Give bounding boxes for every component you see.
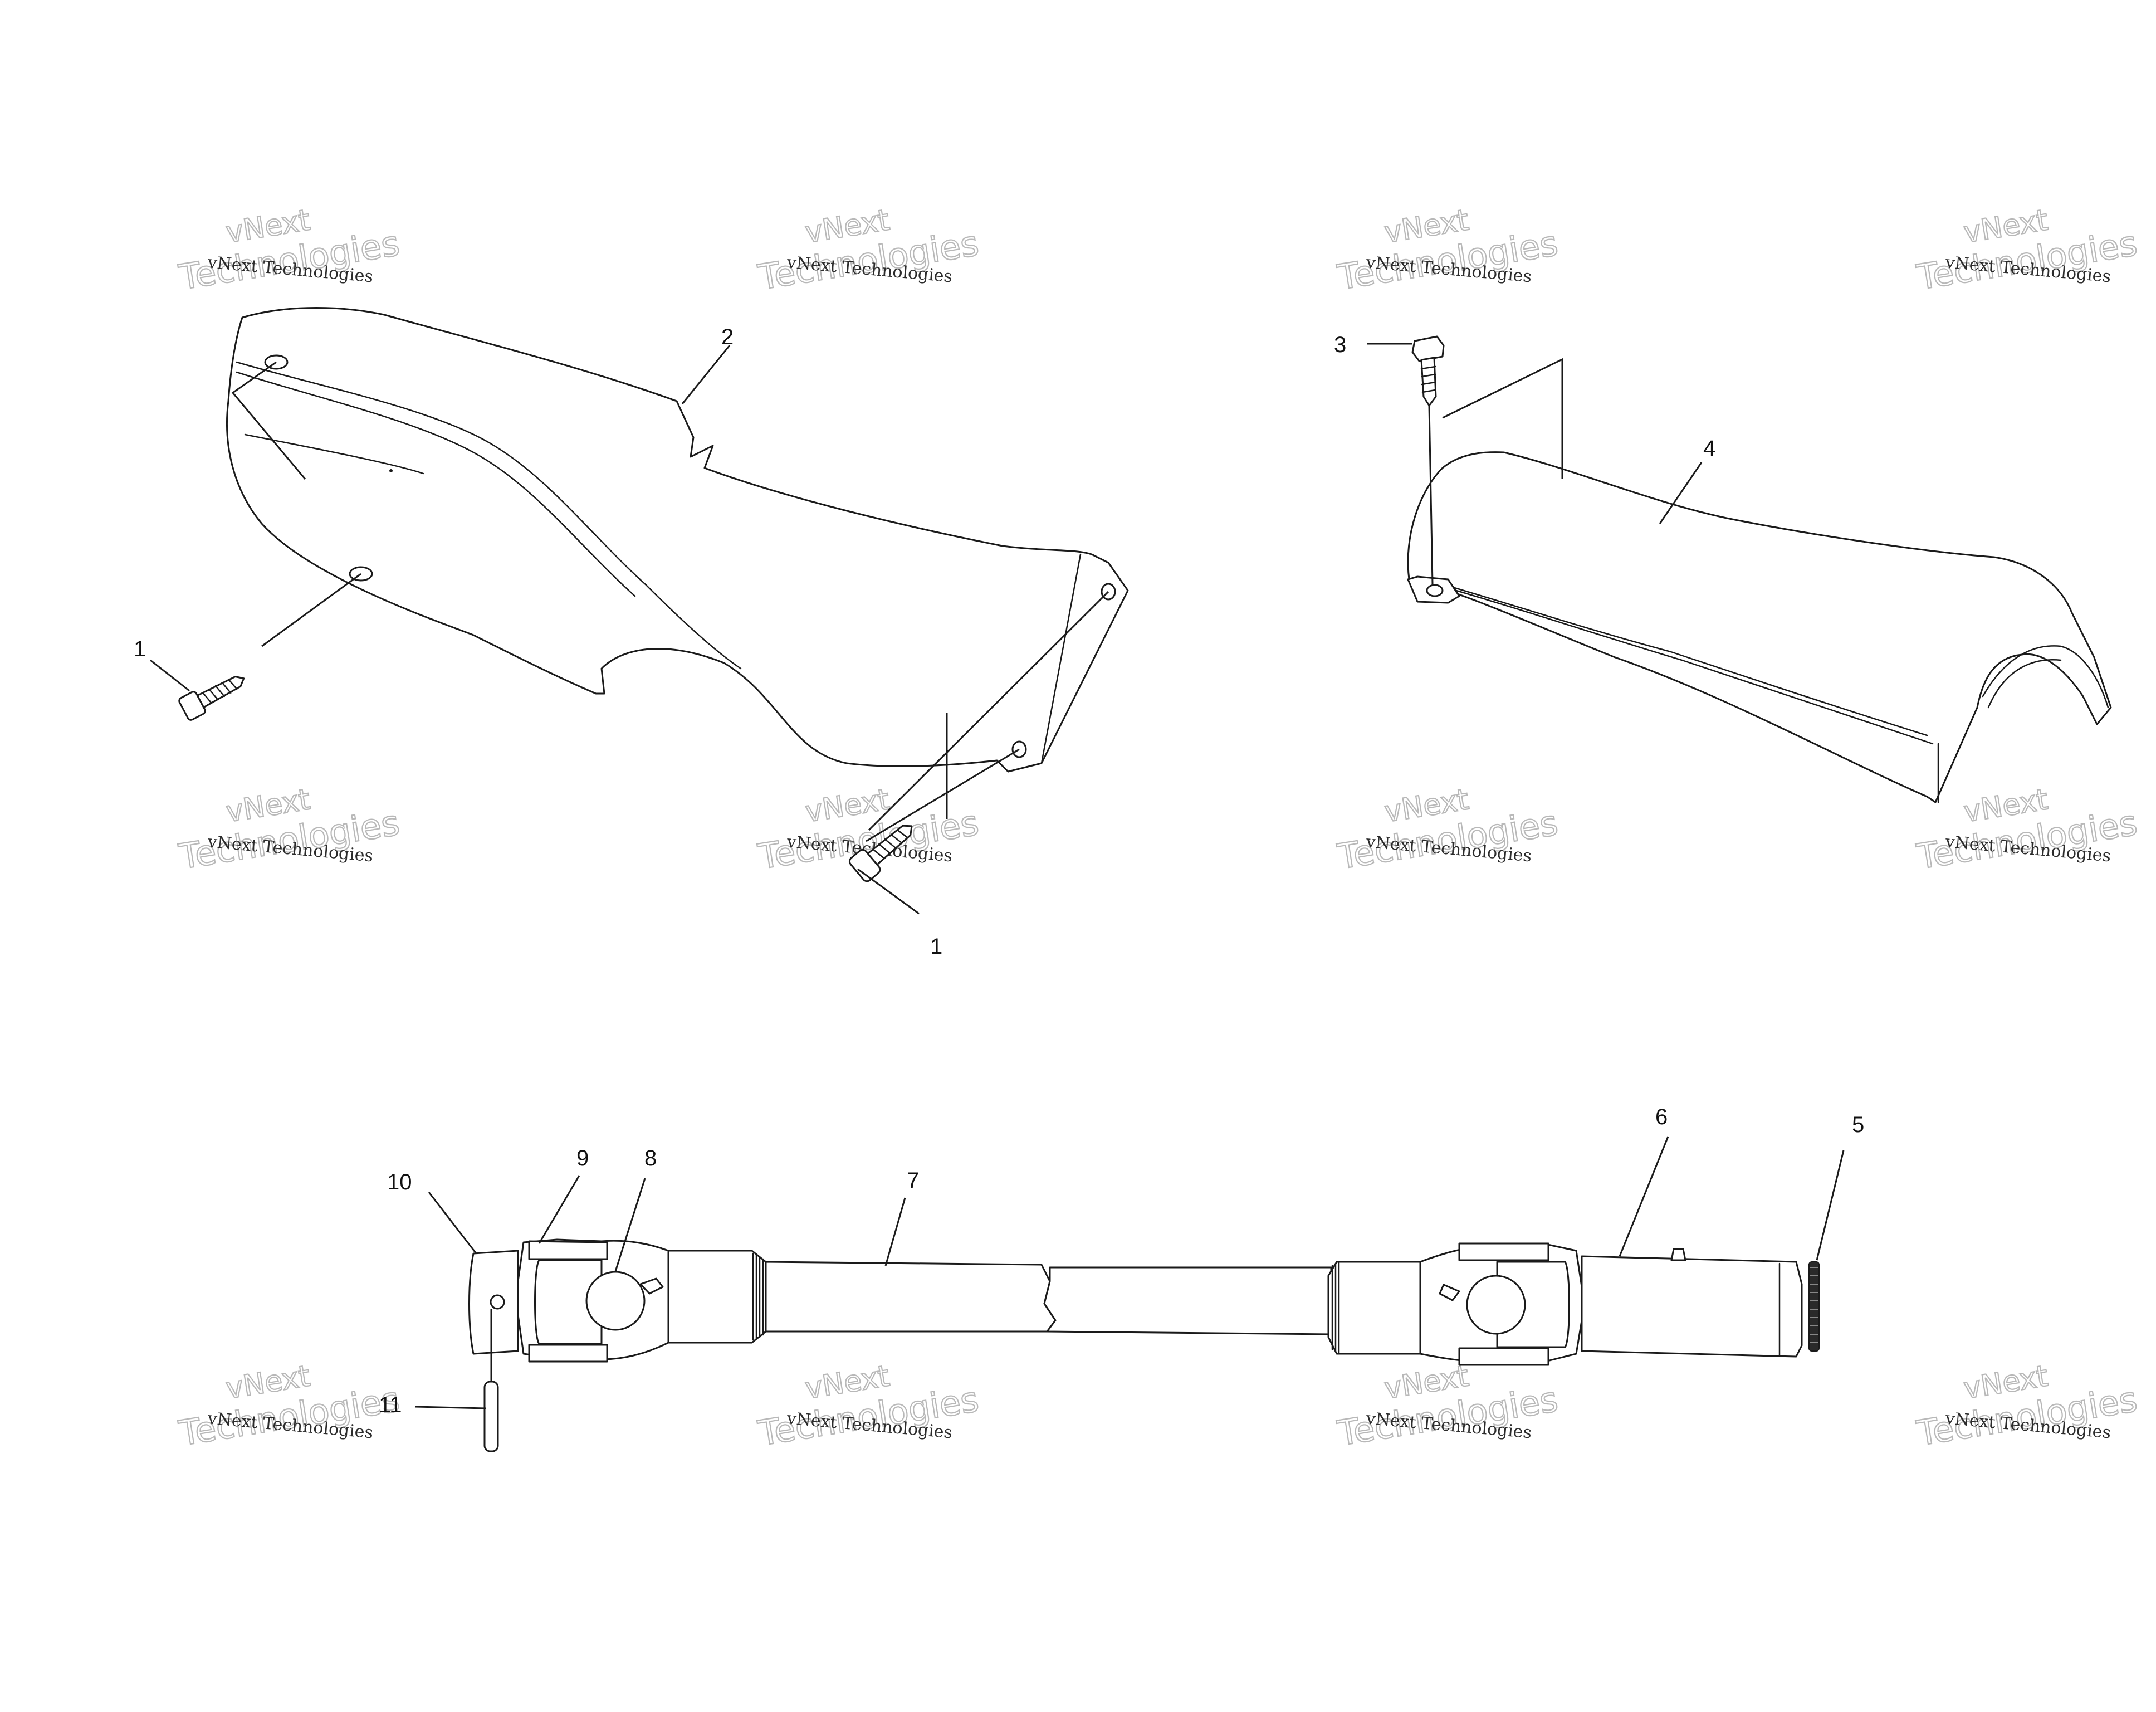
callout-leaders — [150, 343, 1845, 1409]
callout-11: 11 — [379, 1393, 402, 1417]
callout-5: 5 — [1852, 1113, 1864, 1137]
watermark-mid-text: vNext — [1962, 783, 2050, 829]
callout-2: 2 — [721, 325, 734, 349]
callout-1-lower: 1 — [930, 934, 942, 959]
callout-9: 9 — [576, 1146, 589, 1170]
drive-shaft — [468, 1238, 1820, 1452]
callout-7: 7 — [907, 1168, 919, 1193]
part-shield — [1407, 451, 2112, 803]
screw-left — [178, 676, 245, 721]
callout-labels: 1 1 2 3 4 5 6 7 8 9 10 11 — [134, 325, 1864, 1417]
bolt — [1411, 335, 1445, 407]
part-side-cover — [226, 307, 1129, 773]
callout-8: 8 — [644, 1146, 657, 1170]
assembly-lines-shield — [1428, 358, 1563, 584]
callout-1-left: 1 — [134, 637, 146, 661]
screw-lower — [848, 825, 913, 882]
callout-6: 6 — [1655, 1105, 1668, 1129]
callout-4: 4 — [1703, 436, 1715, 461]
callout-10: 10 — [387, 1170, 412, 1194]
callout-3: 3 — [1334, 333, 1346, 357]
assembly-lines-side-cover — [231, 361, 1109, 842]
